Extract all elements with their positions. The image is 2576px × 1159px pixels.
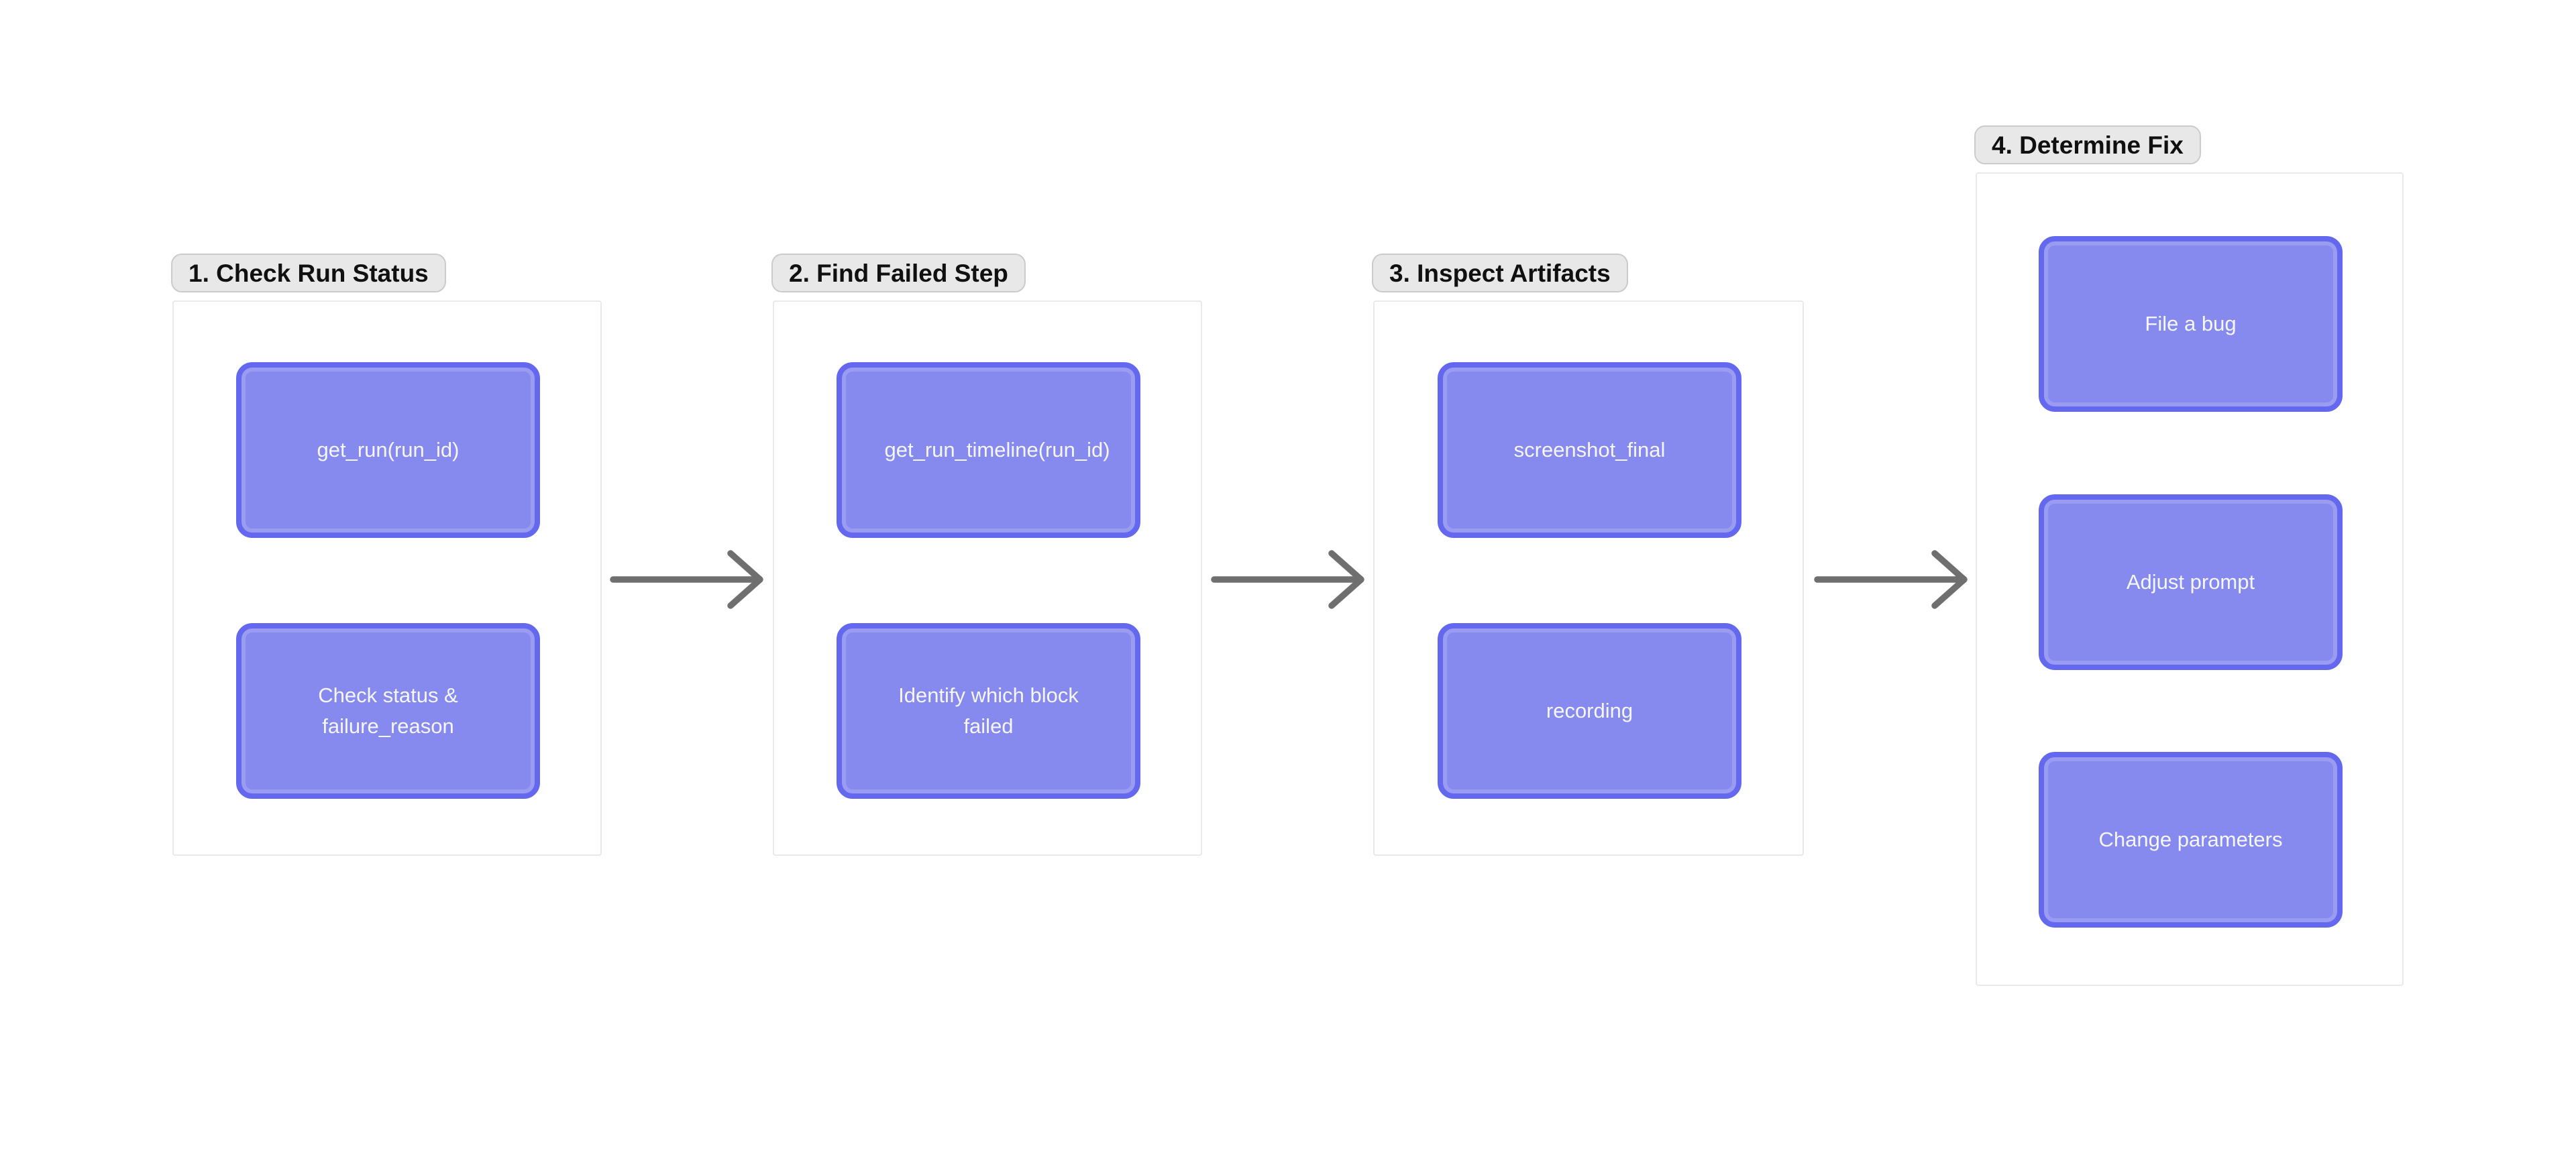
node-label: Identify which block failed <box>898 683 1079 738</box>
node-identify-failed-block: Identify which block failed <box>837 623 1140 799</box>
node-recording: recording <box>1438 623 1741 799</box>
node-label: get_run(run_id) <box>317 438 460 461</box>
node-label: recording <box>1546 699 1633 722</box>
node-get-run-timeline: get_run_timeline(run_id) <box>837 362 1140 538</box>
group-label-inspect-artifacts: 3. Inspect Artifacts <box>1372 254 1628 292</box>
node-check-status-failure-reason: Check status & failure_reason <box>236 623 540 799</box>
node-adjust-prompt: Adjust prompt <box>2039 494 2343 670</box>
node-label: Adjust prompt <box>2126 570 2255 594</box>
group-label-find-failed-step: 2. Find Failed Step <box>771 254 1026 292</box>
node-label: get_run_timeline(run_id) <box>884 438 1110 461</box>
flow-arrow-3-icon <box>1814 539 1972 620</box>
node-get-run: get_run(run_id) <box>236 362 540 538</box>
node-label: screenshot_final <box>1513 438 1666 461</box>
node-screenshot-final: screenshot_final <box>1438 362 1741 538</box>
group-label-check-run-status: 1. Check Run Status <box>171 254 446 292</box>
group-frame-determine-fix: File a bug Adjust prompt Change paramete… <box>1976 172 2404 986</box>
node-label: Check status & failure_reason <box>318 683 458 738</box>
node-label: File a bug <box>2145 312 2237 335</box>
node-label: Change parameters <box>2098 828 2283 851</box>
group-frame-check-run-status: get_run(run_id) Check status & failure_r… <box>172 300 602 856</box>
flow-arrow-1-icon <box>610 539 767 620</box>
group-frame-find-failed-step: get_run_timeline(run_id) Identify which … <box>773 300 1202 856</box>
group-frame-inspect-artifacts: screenshot_final recording <box>1373 300 1804 856</box>
group-label-determine-fix: 4. Determine Fix <box>1974 125 2201 164</box>
node-change-parameters: Change parameters <box>2039 752 2343 928</box>
node-file-a-bug: File a bug <box>2039 236 2343 412</box>
flow-arrow-2-icon <box>1211 539 1368 620</box>
